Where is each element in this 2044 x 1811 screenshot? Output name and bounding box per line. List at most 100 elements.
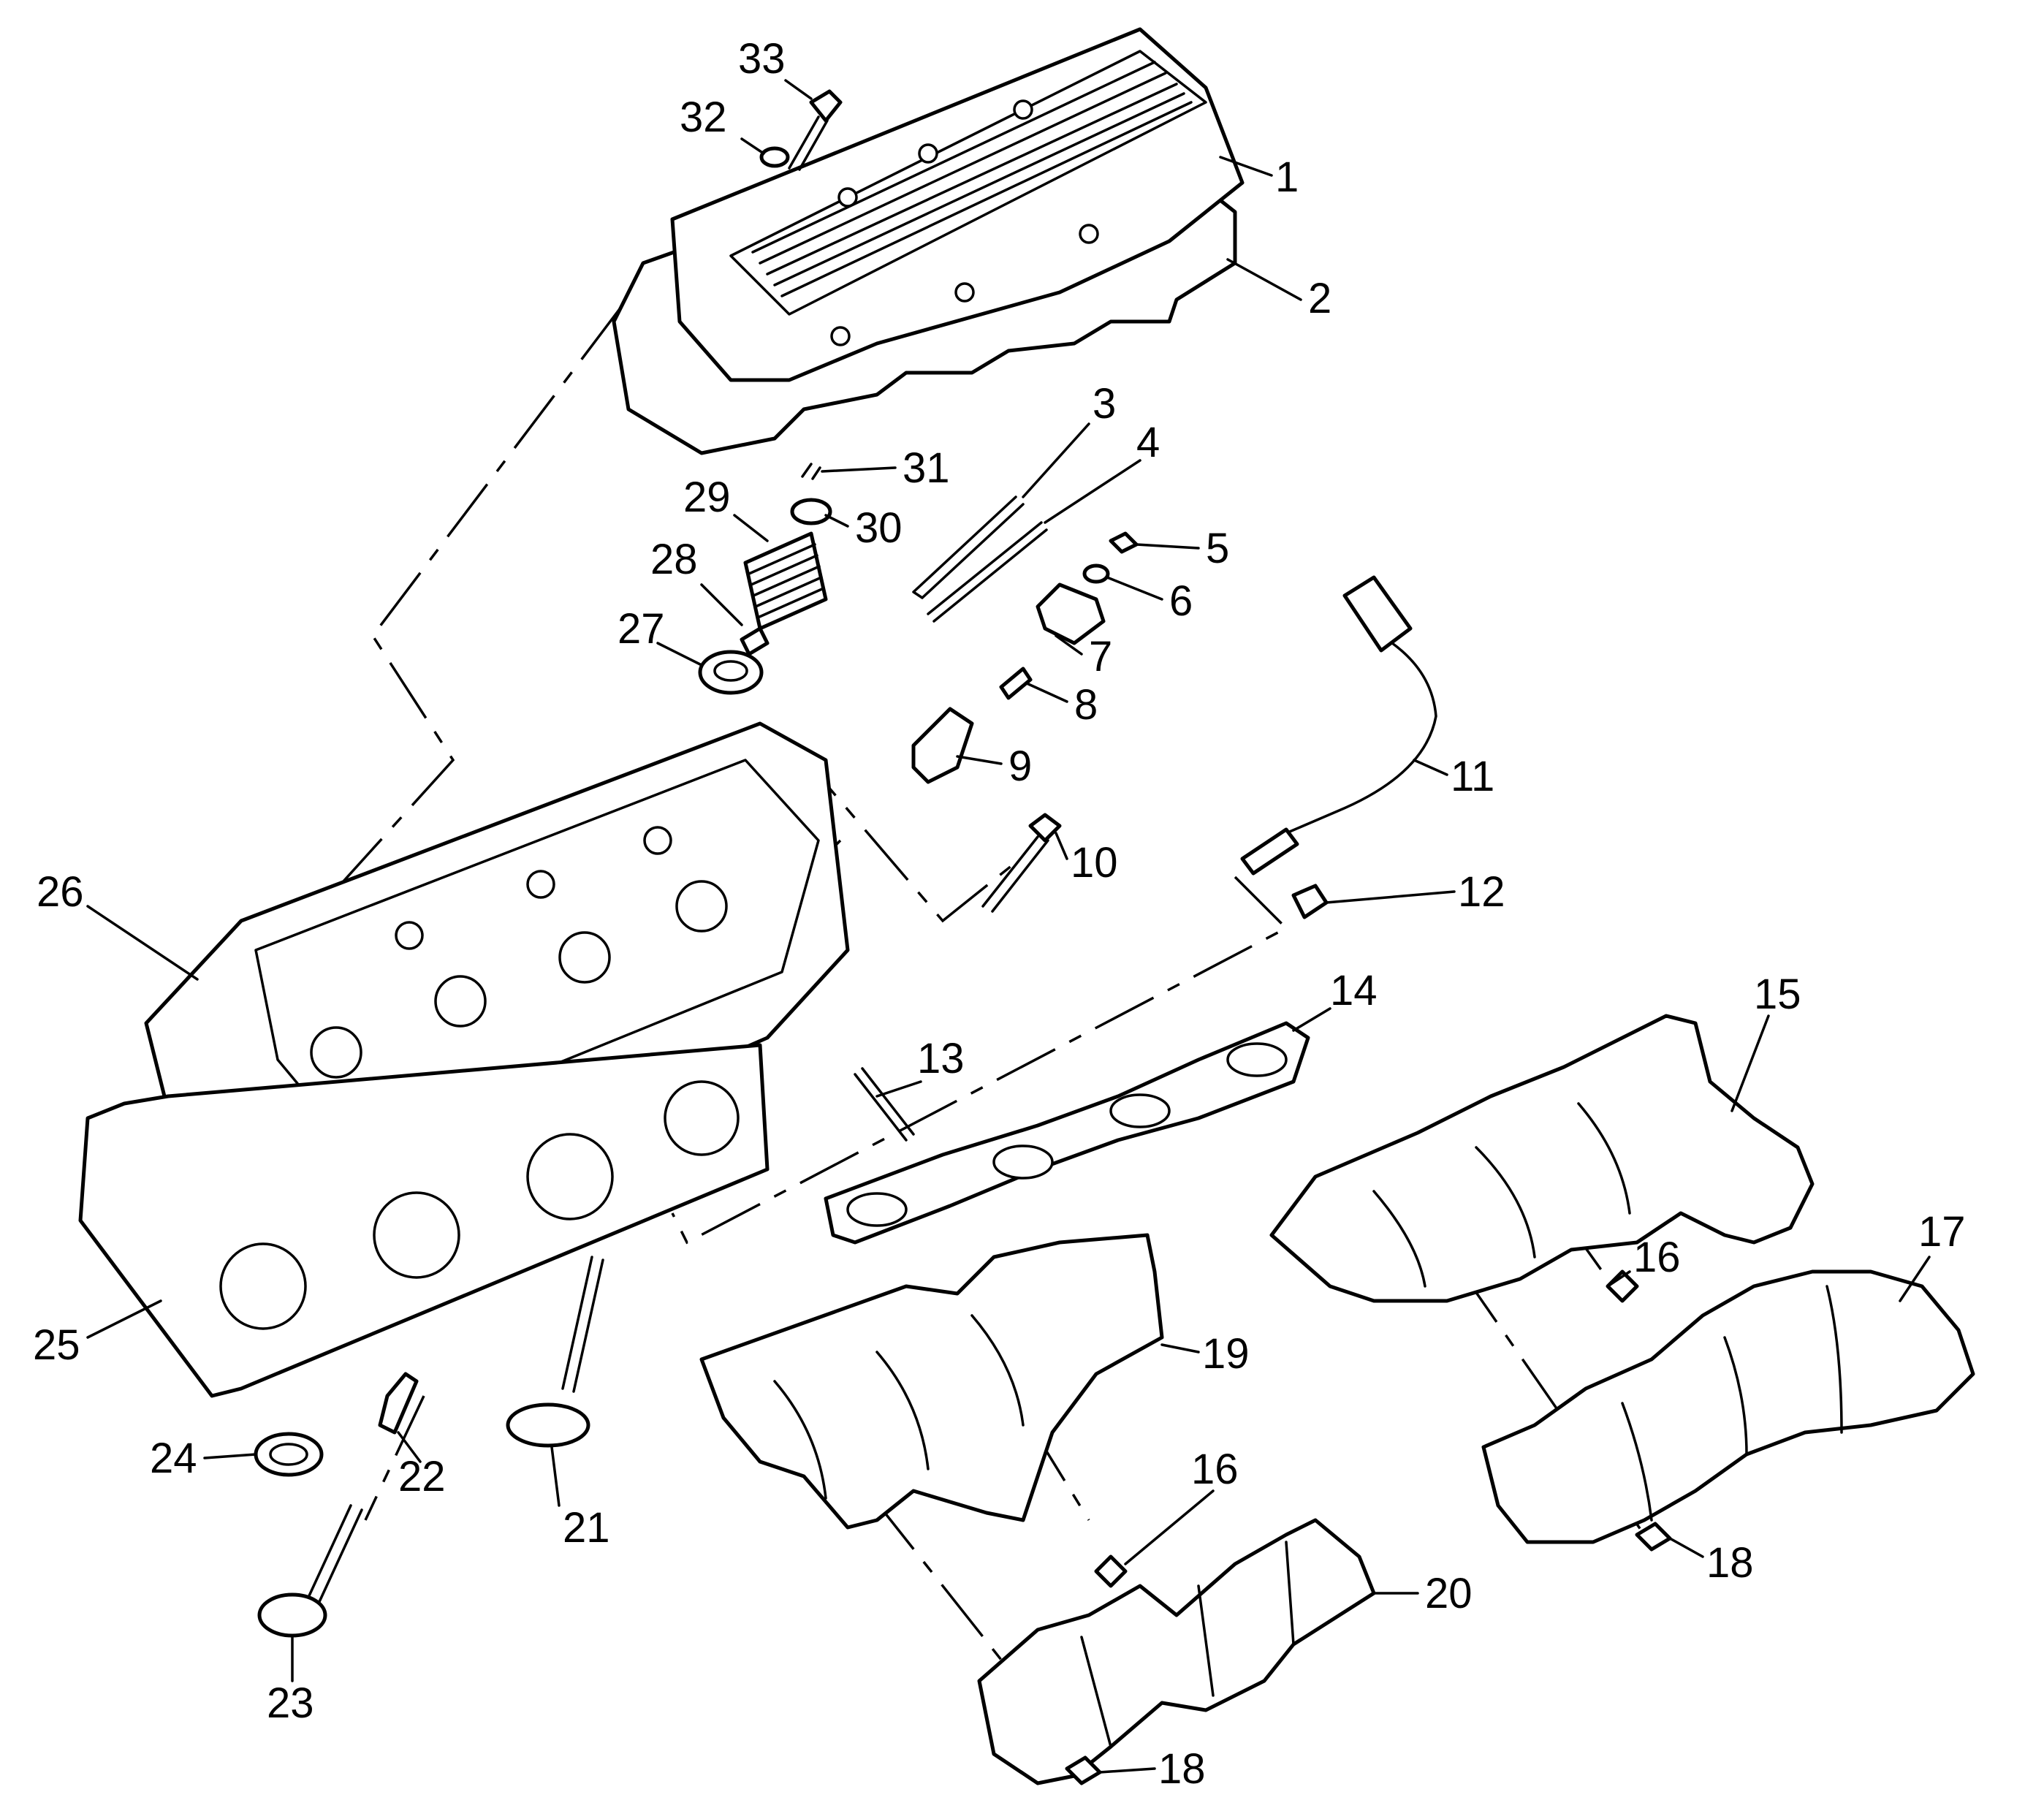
fasteners <box>1065 1269 1672 1785</box>
leader-7 <box>1055 634 1083 656</box>
callout-24: 24 <box>150 1435 197 1482</box>
leader-2 <box>1226 258 1302 301</box>
callout-19: 19 <box>1202 1330 1250 1378</box>
callout-26: 26 <box>37 868 84 916</box>
leader-22 <box>397 1431 422 1463</box>
leader-31 <box>821 466 897 473</box>
callout-6: 6 <box>1169 577 1193 625</box>
callout-15: 15 <box>1754 971 1801 1018</box>
head-port <box>434 975 487 1028</box>
leader-16a <box>1606 1270 1631 1288</box>
gasket-port <box>1109 1093 1171 1128</box>
rocker-hardware <box>911 531 1139 913</box>
sensor-11 <box>1240 827 1299 876</box>
manifold-19-body <box>699 1233 1164 1530</box>
gasket-bore <box>664 1080 740 1156</box>
shim-27 <box>698 650 764 695</box>
cover-bolt <box>830 326 851 346</box>
head-gasket <box>78 1043 770 1398</box>
callout-28: 28 <box>650 536 698 583</box>
guide-24 <box>254 1432 324 1477</box>
valves <box>254 1256 604 1638</box>
bolt-33-shank <box>788 115 829 171</box>
callout-18b: 18 <box>1158 1745 1206 1793</box>
leader-12 <box>1325 890 1456 904</box>
gasket-port <box>992 1144 1054 1180</box>
leader-lines <box>86 79 1931 1774</box>
callout-16a: 16 <box>1633 1234 1681 1281</box>
nut-18a <box>1635 1522 1672 1552</box>
valve-23 <box>257 1504 363 1638</box>
sensor-12-line <box>671 876 1288 1245</box>
leader-14 <box>1292 1007 1331 1032</box>
bolt-16b <box>1094 1554 1128 1588</box>
valve-cover-body <box>670 27 1245 382</box>
nut-5 <box>1109 531 1139 554</box>
head-port <box>558 931 611 984</box>
plug-12 <box>1291 884 1329 919</box>
pushrods <box>912 422 1141 623</box>
callout-2: 2 <box>1308 275 1331 322</box>
cover-to-head-line <box>313 305 623 915</box>
keeper-31 <box>801 463 821 480</box>
callout-20: 20 <box>1425 1570 1473 1617</box>
stud-8 <box>999 667 1033 700</box>
callout-30: 30 <box>855 504 903 552</box>
pushrod-3 <box>912 496 1025 599</box>
callout-10: 10 <box>1071 839 1118 886</box>
spring-29 <box>743 531 828 631</box>
leader-11 <box>1413 759 1448 776</box>
heat-shield-20 <box>977 1518 1376 1785</box>
valve-cover-top <box>729 50 1207 316</box>
gasket-port <box>846 1192 908 1227</box>
gasket-port <box>1226 1042 1288 1077</box>
callout-32: 32 <box>680 94 727 141</box>
leader-6 <box>1106 576 1163 601</box>
callout-29: 29 <box>683 474 731 521</box>
cover-bolt <box>954 282 975 303</box>
leader-29 <box>733 514 769 542</box>
cover-bolt <box>1013 99 1033 120</box>
head-port <box>310 1026 362 1079</box>
manifold-15-body <box>1269 1014 1815 1303</box>
bolt-10-line <box>791 744 1017 923</box>
leader-28 <box>700 583 743 626</box>
callout-9: 9 <box>1008 743 1032 790</box>
head-deck <box>254 759 820 1149</box>
callout-13: 13 <box>917 1035 965 1082</box>
stud-13 <box>854 1067 915 1142</box>
valve-cover <box>670 27 1245 382</box>
retainer-30 <box>790 498 832 525</box>
callout-14: 14 <box>1330 967 1378 1014</box>
callout-23: 23 <box>267 1679 314 1727</box>
leader-26 <box>86 905 199 981</box>
washer-32 <box>759 146 790 168</box>
bolt-33-head <box>809 89 843 123</box>
valve-line-22 <box>364 1395 425 1521</box>
callout-5: 5 <box>1206 525 1229 572</box>
leader-30 <box>824 514 849 528</box>
cover-bolt <box>837 187 858 208</box>
seal-28 <box>740 626 770 656</box>
callout-labels: 1 2 3 4 5 6 7 8 9 10 11 12 13 14 15 16 1… <box>33 35 1966 1793</box>
leader-13 <box>875 1080 922 1098</box>
leader-32 <box>740 137 765 155</box>
head-port <box>643 826 672 855</box>
valve-cover-ribs <box>751 61 1193 297</box>
pushrod-4 <box>927 521 1048 623</box>
rocker-7 <box>1036 582 1106 645</box>
callout-8: 8 <box>1074 681 1098 729</box>
callout-17: 17 <box>1918 1208 1966 1256</box>
callout-21: 21 <box>563 1504 610 1552</box>
cover-bolt <box>918 143 938 164</box>
exhaust-manifold-19 <box>699 1233 1164 1530</box>
valve-21 <box>506 1256 604 1448</box>
leader-18b <box>1098 1767 1156 1774</box>
callout-25: 25 <box>33 1321 80 1369</box>
leader-8 <box>1025 682 1068 703</box>
callout-18a: 18 <box>1706 1539 1754 1587</box>
manifold-19-runners <box>773 1314 1025 1500</box>
leader-17 <box>1899 1256 1931 1302</box>
heat-shield-17 <box>1481 1269 1975 1544</box>
